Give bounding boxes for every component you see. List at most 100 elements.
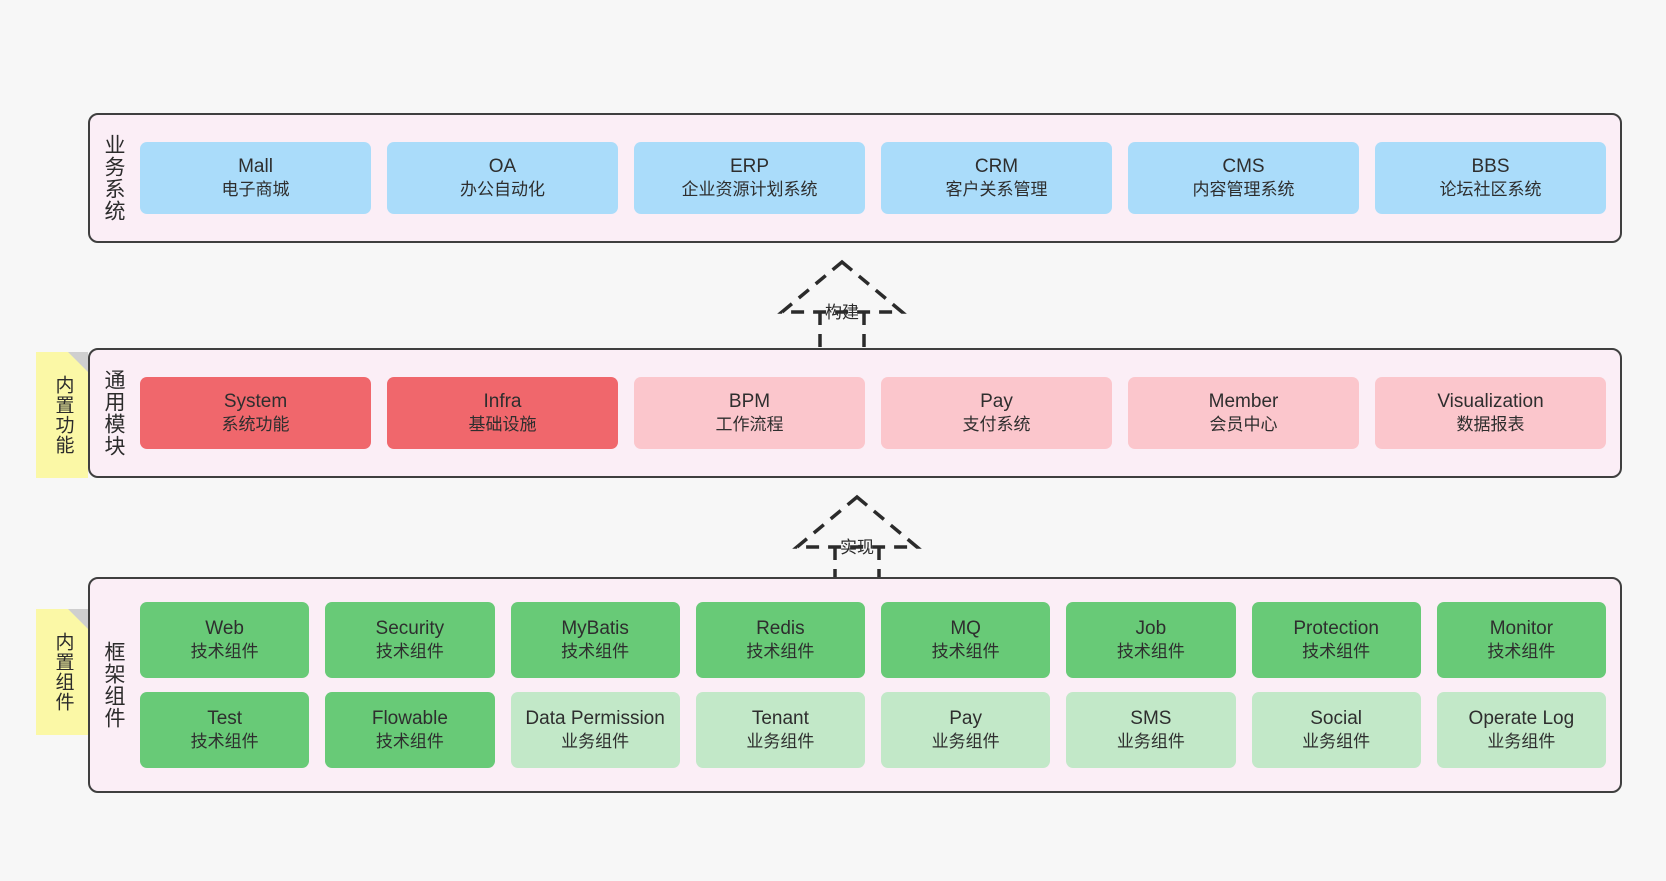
card-mq[interactable]: MQ 技术组件 [881, 602, 1051, 678]
layer-body-business-system: Mall 电子商城 OA 办公自动化 ERP 企业资源计划系统 CRM 客户关系… [136, 115, 1620, 241]
card-title: BBS [1471, 155, 1510, 177]
card-title: CRM [974, 155, 1019, 177]
card-oa[interactable]: OA 办公自动化 [387, 142, 618, 214]
card-mybatis[interactable]: MyBatis 技术组件 [510, 602, 680, 678]
card-tenant[interactable]: Tenant 业务组件 [695, 692, 865, 768]
card-subtitle: 业务组件 [1302, 732, 1371, 752]
card-subtitle: 支付系统 [962, 415, 1031, 435]
card-subtitle: 客户关系管理 [945, 180, 1048, 200]
card-row-common: System 系统功能 Infra 基础设施 BPM 工作流程 Pay 支付系统… [140, 377, 1606, 449]
card-title: Mall [238, 155, 273, 177]
card-subtitle: 业务组件 [1116, 732, 1185, 752]
card-title: Pay [949, 707, 982, 729]
layer-label-framework-component: 框架组件 [102, 641, 126, 729]
card-pay-component[interactable]: Pay 业务组件 [881, 692, 1051, 768]
card-subtitle: 业务组件 [746, 732, 815, 752]
card-title: Infra [483, 390, 522, 412]
card-subtitle: 技术组件 [1487, 642, 1556, 662]
card-subtitle: 业务组件 [561, 732, 630, 752]
layer-label-common-module: 通用模块 [102, 369, 126, 457]
card-title: SMS [1130, 707, 1172, 729]
card-subtitle: 办公自动化 [460, 180, 545, 200]
card-subtitle: 企业资源计划系统 [681, 180, 818, 200]
card-mall[interactable]: Mall 电子商城 [140, 142, 371, 214]
layer-common-module: 通用模块 System 系统功能 Infra 基础设施 BPM 工作流程 Pay… [88, 348, 1622, 478]
card-title: Member [1208, 390, 1279, 412]
card-job[interactable]: Job 技术组件 [1066, 602, 1236, 678]
card-data-permission[interactable]: Data Permission 业务组件 [510, 692, 680, 768]
card-subtitle: 技术组件 [561, 642, 630, 662]
card-subtitle: 技术组件 [1302, 642, 1371, 662]
card-title: Web [205, 617, 244, 639]
card-title: Redis [756, 617, 805, 639]
card-subtitle: 技术组件 [931, 642, 1000, 662]
card-title: Visualization [1437, 390, 1544, 412]
card-pay-module[interactable]: Pay 支付系统 [881, 377, 1112, 449]
card-title: Social [1310, 707, 1362, 729]
connector-label: 实现 [840, 538, 874, 557]
card-crm[interactable]: CRM 客户关系管理 [881, 142, 1112, 214]
connector-build: 构建 [742, 252, 942, 362]
card-title: Operate Log [1468, 707, 1575, 729]
card-web[interactable]: Web 技术组件 [140, 602, 310, 678]
sticky-note-label: 内置组件 [52, 632, 74, 712]
card-title: System [223, 390, 288, 412]
card-title: CMS [1222, 155, 1265, 177]
card-bbs[interactable]: BBS 论坛社区系统 [1375, 142, 1606, 214]
card-title: Security [375, 617, 445, 639]
card-title: MyBatis [561, 617, 629, 639]
card-member[interactable]: Member 会员中心 [1128, 377, 1359, 449]
card-subtitle: 电子商城 [221, 180, 290, 200]
layer-label-business-system: 业务系统 [102, 134, 126, 222]
sticky-note-builtin-components: 内置组件 [36, 609, 88, 735]
card-subtitle: 论坛社区系统 [1439, 180, 1542, 200]
card-security[interactable]: Security 技术组件 [325, 602, 495, 678]
card-row-business-components: Test 技术组件 Flowable 技术组件 Data Permission … [140, 692, 1606, 768]
card-subtitle: 技术组件 [375, 732, 444, 752]
card-flowable[interactable]: Flowable 技术组件 [325, 692, 495, 768]
card-sms[interactable]: SMS 业务组件 [1066, 692, 1236, 768]
card-visualization[interactable]: Visualization 数据报表 [1375, 377, 1606, 449]
layer-business-system: 业务系统 Mall 电子商城 OA 办公自动化 ERP 企业资源计划系统 CRM… [88, 113, 1622, 243]
card-infra[interactable]: Infra 基础设施 [387, 377, 618, 449]
card-title: OA [488, 155, 517, 177]
sticky-note-builtin-features: 内置功能 [36, 352, 88, 478]
card-protection[interactable]: Protection 技术组件 [1251, 602, 1421, 678]
card-subtitle: 业务组件 [931, 732, 1000, 752]
card-title: Protection [1293, 617, 1379, 639]
card-subtitle: 技术组件 [746, 642, 815, 662]
card-subtitle: 工作流程 [715, 415, 784, 435]
card-title: Pay [980, 390, 1013, 412]
card-subtitle: 内容管理系统 [1192, 180, 1295, 200]
card-subtitle: 会员中心 [1209, 415, 1278, 435]
card-redis[interactable]: Redis 技术组件 [695, 602, 865, 678]
card-row-business: Mall 电子商城 OA 办公自动化 ERP 企业资源计划系统 CRM 客户关系… [140, 142, 1606, 214]
card-operate-log[interactable]: Operate Log 业务组件 [1436, 692, 1606, 768]
layer-body-framework-component: Web 技术组件 Security 技术组件 MyBatis 技术组件 Redi… [136, 579, 1620, 791]
card-monitor[interactable]: Monitor 技术组件 [1436, 602, 1606, 678]
card-subtitle: 系统功能 [221, 415, 290, 435]
card-subtitle: 技术组件 [375, 642, 444, 662]
card-erp[interactable]: ERP 企业资源计划系统 [634, 142, 865, 214]
card-title: Test [207, 707, 243, 729]
card-subtitle: 技术组件 [1116, 642, 1185, 662]
card-system[interactable]: System 系统功能 [140, 377, 371, 449]
sticky-note-label: 内置功能 [52, 375, 74, 455]
card-social[interactable]: Social 业务组件 [1251, 692, 1421, 768]
card-title: Tenant [751, 707, 809, 729]
card-subtitle: 业务组件 [1487, 732, 1556, 752]
card-bpm[interactable]: BPM 工作流程 [634, 377, 865, 449]
card-subtitle: 技术组件 [190, 642, 259, 662]
connector-label: 构建 [825, 303, 859, 322]
card-subtitle: 基础设施 [468, 415, 537, 435]
card-subtitle: 技术组件 [190, 732, 259, 752]
card-row-tech-components: Web 技术组件 Security 技术组件 MyBatis 技术组件 Redi… [140, 602, 1606, 678]
card-title: Job [1135, 617, 1167, 639]
card-test[interactable]: Test 技术组件 [140, 692, 310, 768]
card-cms[interactable]: CMS 内容管理系统 [1128, 142, 1359, 214]
layer-framework-component: 框架组件 Web 技术组件 Security 技术组件 MyBatis 技术组件… [88, 577, 1622, 793]
card-title: MQ [950, 617, 981, 639]
card-subtitle: 数据报表 [1456, 415, 1525, 435]
card-title: Flowable [371, 707, 448, 729]
